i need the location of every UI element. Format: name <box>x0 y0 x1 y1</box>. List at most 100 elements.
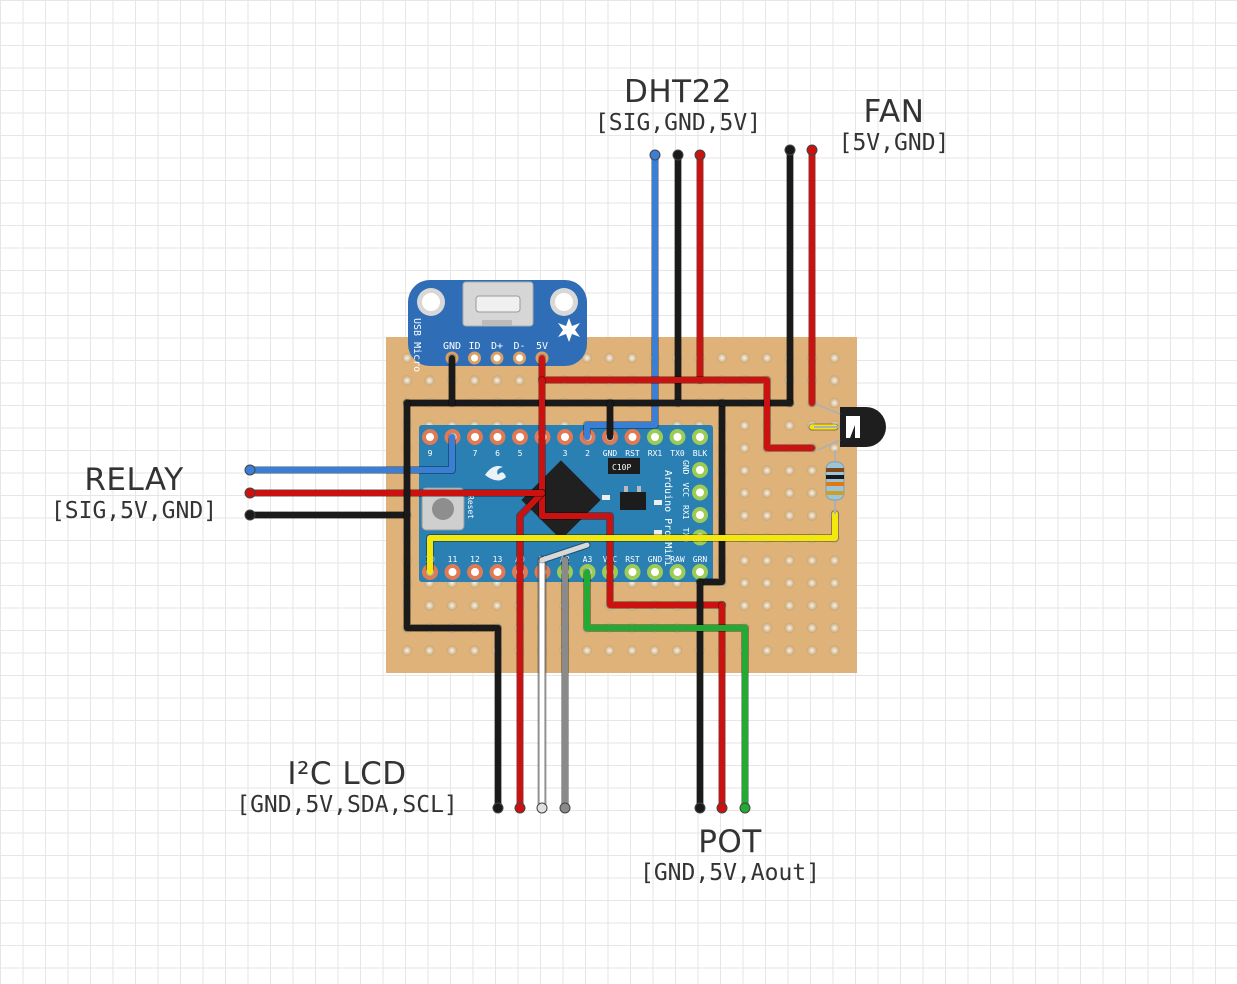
vcc-rail-wire <box>539 355 815 451</box>
board-hole <box>469 375 480 386</box>
wire-end-cap <box>806 144 818 156</box>
usb-pin-label: D+ <box>491 341 503 352</box>
board-hole <box>514 375 525 386</box>
vcc-pot-wire <box>539 377 725 608</box>
board-hole <box>626 645 638 656</box>
arduino-side-pin-label: GND <box>681 460 690 475</box>
usb-pin-hole <box>493 354 501 362</box>
board-hole <box>739 487 750 499</box>
usb-pin-hole <box>516 354 523 362</box>
board-hole <box>784 622 795 634</box>
arduino-pin-hole <box>628 433 637 441</box>
wire-end-cap <box>244 464 256 476</box>
arduino-pin-hole <box>493 433 502 441</box>
board-hole <box>784 465 795 476</box>
lcd-gnd-wire <box>404 400 501 811</box>
board-hole <box>446 600 458 611</box>
wire-end-cap <box>784 144 796 156</box>
transistor-base-wire <box>427 511 838 575</box>
arduino-bottom-pin-label: GND <box>648 555 663 564</box>
board-hole <box>649 645 660 656</box>
arduino-bottom-pin-label: 11 <box>448 555 458 564</box>
board-hole <box>829 577 840 589</box>
wire-end-cap <box>716 802 728 814</box>
board-hole <box>581 352 593 364</box>
board-hole <box>424 375 435 386</box>
wire-end-cap <box>694 802 706 814</box>
arduino-top-pin-label: BLK <box>693 449 708 458</box>
usb-pin-label: D- <box>513 341 525 352</box>
board-hole <box>829 555 840 566</box>
arduino-top-pin-label: TX0 <box>670 449 685 458</box>
board-hole <box>739 352 750 364</box>
board-hole <box>739 442 750 454</box>
board-hole <box>739 555 750 566</box>
relay-sig-wire <box>247 434 455 473</box>
wire-end-cap <box>244 509 256 521</box>
arduino-bottom-pin-label: 13 <box>493 555 503 564</box>
arduino-pin-hole <box>471 433 479 441</box>
wire-end-cap <box>694 149 706 161</box>
board-hole <box>491 375 503 386</box>
dht22-sig-wire <box>584 152 658 440</box>
arduino-bottom-pin-label: A3 <box>583 555 593 564</box>
board-hole <box>491 600 503 611</box>
board-hole <box>626 352 638 364</box>
board-hole <box>806 622 818 634</box>
arduino-top-pin-label: 6 <box>495 449 500 458</box>
arduino-pin-hole <box>426 433 434 441</box>
arduino-pin-hole <box>516 433 524 441</box>
arduino-pin-hole <box>673 568 682 576</box>
board-hole <box>806 600 818 611</box>
reset-label: Reset <box>466 495 475 519</box>
arduino-top-pin-label: RX1 <box>648 449 663 458</box>
arduino-pin-hole <box>696 466 704 474</box>
board-hole <box>761 510 773 521</box>
lcd-5v-wire <box>517 490 545 811</box>
wire-end-cap <box>536 802 548 814</box>
arduino-top-pin-label: 7 <box>473 449 478 458</box>
board-hole <box>784 510 795 521</box>
board-hole <box>739 420 750 431</box>
arduino-top-pin-label: 2 <box>585 449 590 458</box>
board-hole <box>784 487 795 499</box>
board-hole <box>761 622 773 634</box>
wire-end-cap <box>672 149 684 161</box>
arduino-top-pin-label: RST <box>625 449 640 458</box>
arduino-pin-hole <box>651 568 659 576</box>
wire-endpoints <box>244 144 818 814</box>
board-hole <box>829 375 840 386</box>
board-hole <box>784 420 795 431</box>
arduino-pin-hole <box>696 511 704 519</box>
arduino-pin-hole <box>696 433 704 441</box>
board-hole <box>829 352 840 364</box>
arduino-pin-hole <box>651 433 659 441</box>
board-hole <box>424 645 435 656</box>
board-hole <box>829 442 840 454</box>
wire-end-cap <box>492 802 504 814</box>
board-hole <box>671 645 683 656</box>
gnd-rail-wire <box>404 400 725 585</box>
dht22-title: DHT22 <box>623 74 733 110</box>
arduino-pin-hole <box>673 433 682 441</box>
board-hole <box>806 465 818 476</box>
board-hole <box>604 352 615 364</box>
board-hole <box>739 510 750 521</box>
board-hole <box>401 645 413 656</box>
arduino-side-pin-label: TX0 <box>681 528 690 543</box>
capacitor <box>608 458 640 474</box>
board-hole <box>761 487 773 499</box>
board-hole <box>761 352 773 364</box>
arduino-top-pin-label: 9 <box>428 449 433 458</box>
transistor <box>814 403 886 451</box>
board-hole <box>806 555 818 566</box>
arduino-bottom-pin-label: RAW <box>670 555 685 564</box>
relay-label: RELAY [SIG,5V,GND] <box>44 462 224 524</box>
board-hole <box>784 555 795 566</box>
sparkfun-flame-icon <box>485 466 506 481</box>
board-hole <box>829 645 840 656</box>
fan-label: FAN [5V,GND] <box>824 94 964 156</box>
arduino-top-pin-label: 3 <box>563 449 568 458</box>
board-hole <box>829 622 840 634</box>
